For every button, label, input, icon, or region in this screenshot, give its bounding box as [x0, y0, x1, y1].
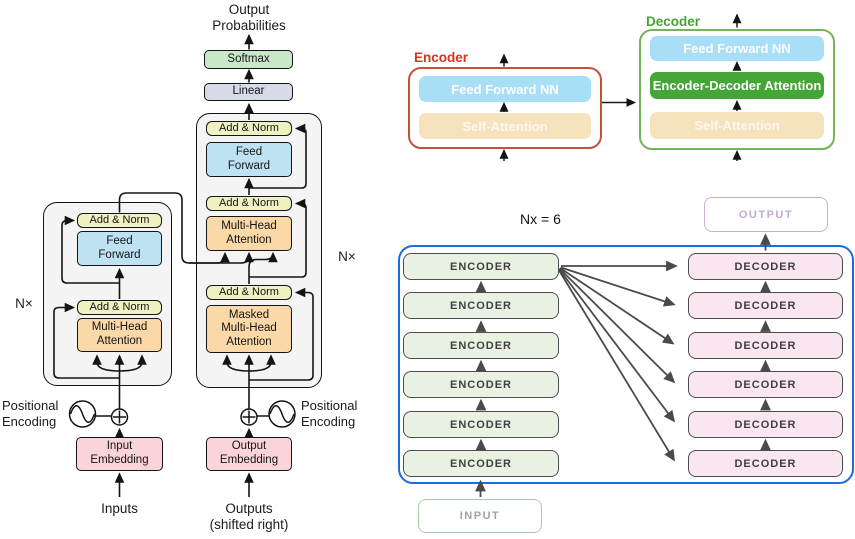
mini-decoder-self-attention-box: Self-Attention: [650, 112, 824, 139]
nx-6-label: Nx = 6: [520, 211, 561, 227]
plus-circle-icon: [240, 408, 258, 426]
outputs-label-line2: (shifted right): [209, 517, 289, 533]
plus-circle-icon: [110, 408, 129, 426]
encoder-stack-box-3: ENCODER: [403, 332, 559, 359]
sine-wave-icon: [68, 400, 97, 428]
decoder-stack-box-1: DECODER: [688, 253, 843, 280]
output-box: OUTPUT: [704, 197, 828, 232]
mini-encoder-self-attention-box: Self-Attention: [419, 113, 591, 139]
add-norm-box: Add & Norm: [206, 285, 292, 300]
encoder-stack-box-5: ENCODER: [403, 411, 559, 438]
nx-label-right: N×: [338, 249, 356, 264]
outputs-label-line1: Outputs: [225, 501, 273, 516]
multi-head-attention-box: Multi-Head Attention: [77, 318, 162, 352]
encoder-stack-box-1: ENCODER: [403, 253, 559, 280]
decoder-stack-box-4: DECODER: [688, 371, 843, 398]
mini-encoder-feed-forward-nn-box: Feed Forward NN: [419, 76, 591, 102]
input-box: INPUT: [418, 499, 542, 533]
add-norm-box: Add & Norm: [206, 121, 292, 136]
outputs-label: Outputs (shifted right): [199, 501, 299, 534]
output-embedding-box: Output Embedding: [206, 437, 292, 471]
feed-forward-box: Feed Forward: [77, 231, 162, 266]
positional-encoding-label-right: Positional Encoding: [301, 398, 358, 429]
decoder-stack-box-5: DECODER: [688, 411, 843, 438]
linear-box: Linear: [204, 83, 293, 101]
sine-wave-icon: [268, 400, 296, 428]
add-norm-box: Add & Norm: [77, 300, 162, 315]
masked-multi-head-attention-box: Masked Multi-Head Attention: [206, 305, 292, 353]
decoder-stack-box-6: DECODER: [688, 450, 843, 477]
mini-decoder-feed-forward-nn-box: Feed Forward NN: [650, 36, 824, 61]
add-norm-box: Add & Norm: [77, 213, 162, 228]
positional-encoding-label-left: Positional Encoding: [2, 398, 59, 429]
inputs-label: Inputs: [101, 501, 138, 516]
output-probabilities-label: Output Probabilities: [212, 2, 286, 34]
softmax-box: Softmax: [204, 50, 293, 69]
nx-label-left: N×: [15, 296, 33, 311]
encoder-stack-box-2: ENCODER: [403, 292, 559, 319]
mini-encoder-label: Encoder: [414, 50, 469, 65]
feed-forward-box: Feed Forward: [206, 142, 292, 177]
encoder-stack-box-6: ENCODER: [403, 450, 559, 477]
mini-decoder-label: Decoder: [646, 14, 701, 29]
add-norm-box: Add & Norm: [206, 196, 292, 211]
stack-frame: [398, 245, 854, 484]
encoder-decoder-attention-box: Encoder-Decoder Attention: [650, 72, 824, 99]
decoder-stack-box-2: DECODER: [688, 292, 843, 319]
multi-head-attention-box: Multi-Head Attention: [206, 216, 292, 251]
input-embedding-box: Input Embedding: [76, 437, 163, 471]
decoder-stack-box-3: DECODER: [688, 332, 843, 359]
encoder-stack-box-4: ENCODER: [403, 371, 559, 398]
encoder-block-container: [43, 202, 172, 386]
positional-encoding-symbols: [68, 400, 296, 428]
